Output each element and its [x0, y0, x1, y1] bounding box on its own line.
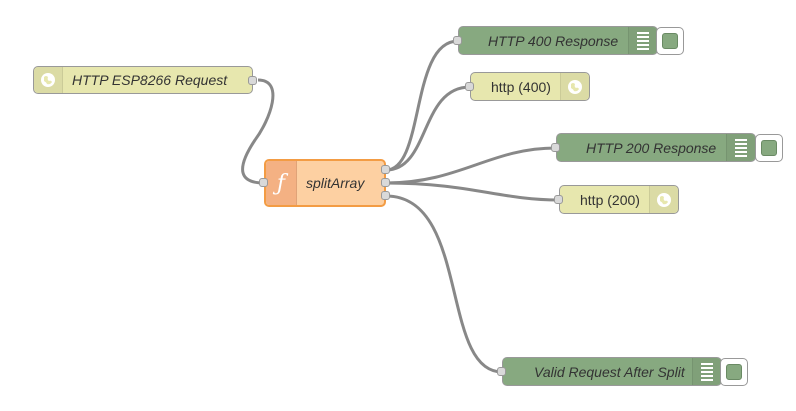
debug-toggle-button[interactable]	[720, 358, 748, 386]
globe-icon	[34, 67, 63, 93]
toggle-indicator	[662, 33, 678, 49]
output-port-3[interactable]	[381, 191, 390, 200]
node-label: http (200)	[580, 191, 640, 208]
input-port[interactable]	[554, 195, 563, 204]
debug-list-icon	[692, 358, 721, 385]
toggle-indicator	[726, 364, 742, 380]
debug-toggle-button[interactable]	[755, 134, 783, 162]
input-port[interactable]	[497, 367, 506, 376]
debug-list-icon	[628, 27, 657, 54]
debug-node-400[interactable]: HTTP 400 Response	[458, 26, 658, 55]
http-in-node[interactable]: HTTP ESP8266 Request	[33, 66, 253, 94]
debug-list-icon	[726, 134, 755, 161]
output-port-2[interactable]	[381, 178, 390, 187]
node-label: splitArray	[306, 175, 365, 191]
input-port[interactable]	[453, 36, 462, 45]
debug-toggle-button[interactable]	[656, 27, 684, 55]
globe-icon	[649, 186, 678, 213]
wire-function-to-debug-valid	[385, 194, 503, 374]
node-label: HTTP 400 Response	[488, 32, 619, 49]
input-port[interactable]	[259, 178, 268, 187]
wire-function-to-http-400	[385, 85, 471, 172]
function-node[interactable]: ƒ splitArray	[264, 159, 386, 207]
node-label: HTTP 200 Response	[586, 139, 717, 156]
toggle-indicator	[761, 140, 777, 156]
wire-function-to-http-200	[385, 181, 560, 202]
node-label: Valid Request After Split	[534, 363, 685, 380]
globe-icon	[560, 73, 589, 100]
node-label: http (400)	[491, 78, 551, 95]
debug-node-valid[interactable]: Valid Request After Split	[502, 357, 722, 386]
input-port[interactable]	[551, 143, 560, 152]
wire-request-to-function	[241, 78, 275, 185]
http-response-node-200[interactable]: http (200)	[559, 185, 679, 214]
debug-node-200[interactable]: HTTP 200 Response	[556, 133, 756, 162]
input-port[interactable]	[465, 82, 474, 91]
node-label: HTTP ESP8266 Request	[72, 72, 228, 88]
http-response-node-400[interactable]: http (400)	[470, 72, 590, 101]
wire-function-to-debug-400	[385, 39, 459, 172]
output-port-1[interactable]	[381, 165, 390, 174]
function-icon: ƒ	[266, 161, 297, 205]
wire-function-to-debug-200	[385, 146, 557, 185]
output-port[interactable]	[248, 76, 257, 85]
